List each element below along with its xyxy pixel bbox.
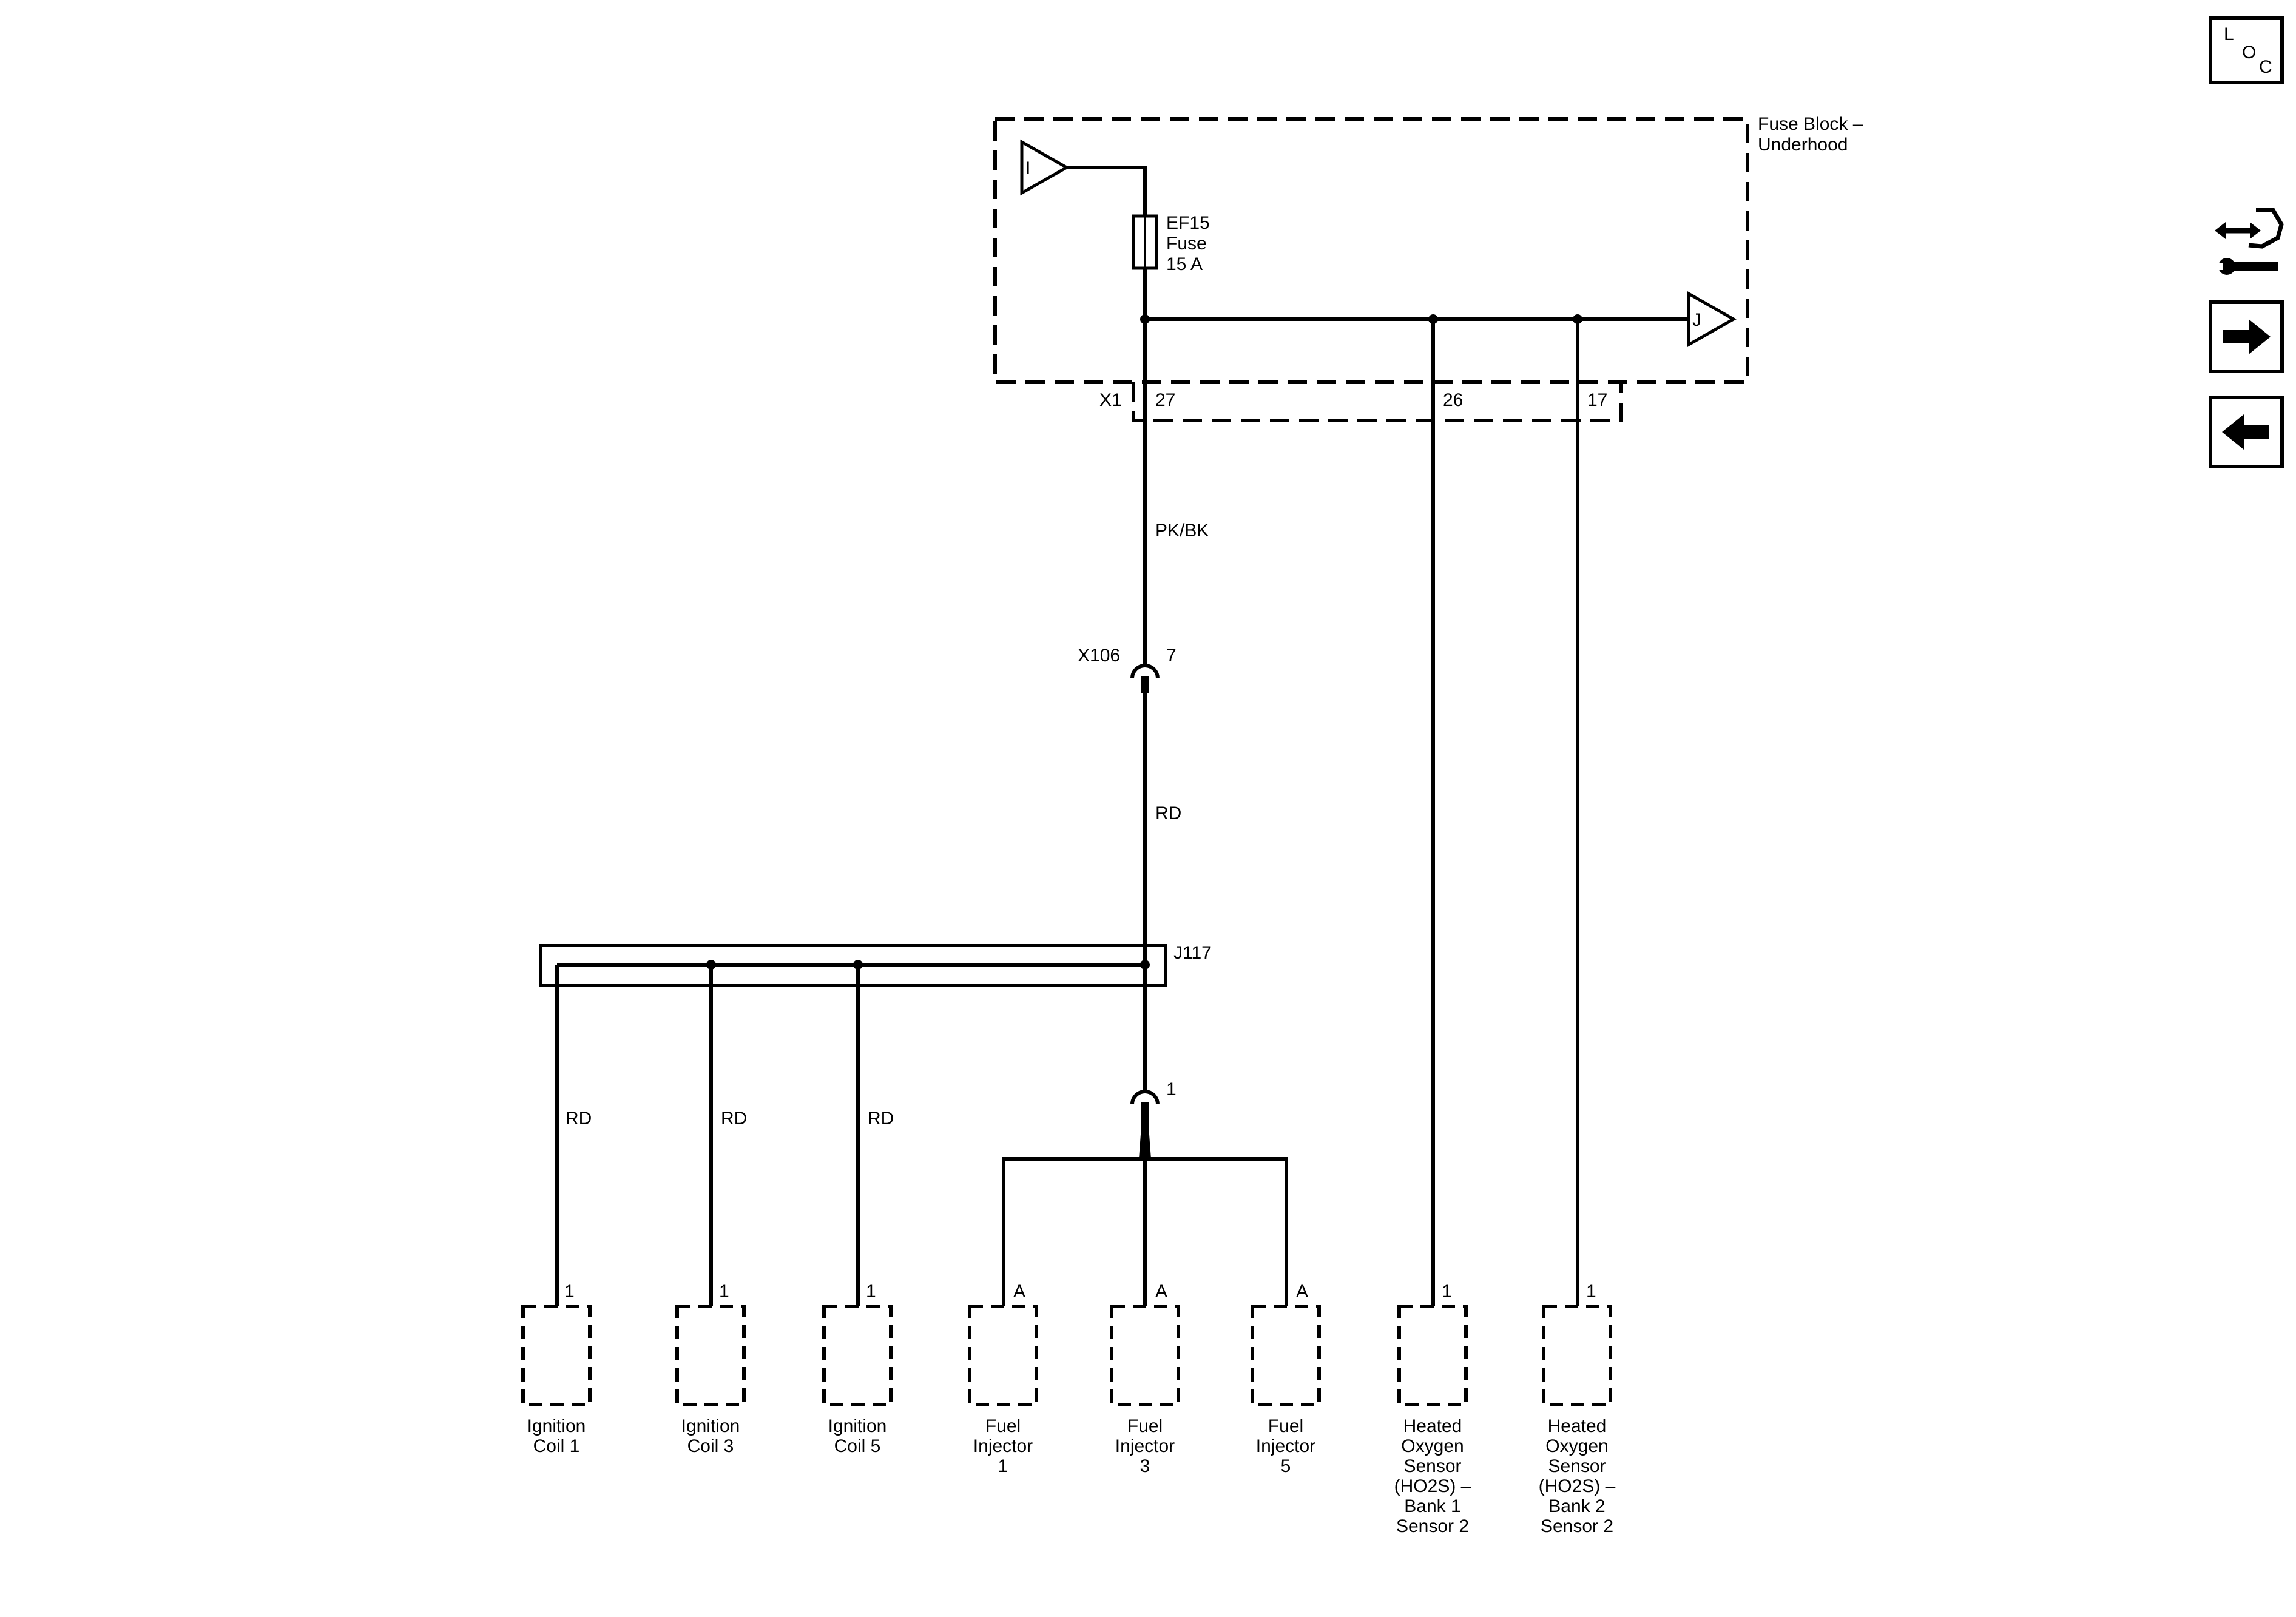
load-fuel-injector-1: A Fuel Injector 1 [968, 1281, 1038, 1476]
fuse-block-outline [993, 117, 1749, 384]
load-label-line: Sensor 2 [1396, 1516, 1469, 1536]
inline-connector-pin: 1 [1166, 1079, 1177, 1099]
load-label-line: Sensor [1403, 1456, 1461, 1476]
load-label-line: Injector [973, 1436, 1033, 1456]
source-j-label: J [1692, 310, 1701, 330]
x1-connector-label: X1 [1099, 390, 1122, 410]
load-label-line: Injector [1256, 1436, 1315, 1456]
load-pin: A [1013, 1281, 1025, 1301]
splice-j117 [539, 944, 1167, 987]
load-label-line: Fuel [1127, 1416, 1163, 1436]
source-i-symbol: I [1020, 139, 1070, 196]
fuse-block-title-line2: Underhood [1758, 135, 1848, 155]
load-pin: 1 [1442, 1281, 1452, 1301]
load-label-line: (HO2S) – [1394, 1476, 1471, 1496]
load-label-line: Coil 1 [533, 1436, 580, 1456]
wire-label-coil5: RD [868, 1109, 894, 1129]
wire-label-coil1: RD [566, 1109, 592, 1129]
wire-label-pk-bk: PK/BK [1155, 521, 1209, 541]
fuse-rating: 15 A [1166, 254, 1203, 274]
fuse-block-title-line1: Fuse Block – [1758, 114, 1863, 134]
wire-label-rd-main: RD [1155, 803, 1181, 823]
load-ignition-coil-5: 1 Ignition Coil 5 [822, 1281, 893, 1456]
load-pin: 1 [564, 1281, 575, 1301]
wire-source-to-fuse [1067, 166, 1147, 216]
load-fuel-injector-5: A Fuel Injector 5 [1251, 1281, 1321, 1476]
load-label-line: Fuel [985, 1416, 1021, 1436]
loc-letter-o: O [2242, 42, 2256, 62]
load-label-line: Ignition [828, 1416, 887, 1436]
load-label-line: Heated [1403, 1416, 1462, 1436]
load-label-line: Fuel [1268, 1416, 1303, 1436]
load-label-line: Ignition [527, 1416, 586, 1436]
next-page-button[interactable] [2209, 300, 2284, 373]
connector-wrench-icon[interactable] [2210, 205, 2284, 284]
load-pin: 1 [719, 1281, 729, 1301]
load-label-line: Sensor [1548, 1456, 1606, 1476]
x106-pin: 7 [1166, 646, 1177, 666]
load-label-line: Injector [1115, 1436, 1175, 1456]
fuse-name: EF15 [1166, 213, 1210, 233]
x1-pin-17: 17 [1587, 390, 1607, 410]
load-ignition-coil-1: 1 Ignition Coil 1 [521, 1281, 592, 1456]
load-label-line: Bank 2 [1548, 1496, 1605, 1516]
load-ho2s-bank1-sensor2: 1 Heated Oxygen Sensor (HO2S) – Bank 1 S… [1394, 1281, 1471, 1536]
load-pin: A [1296, 1281, 1308, 1301]
fuse-type: Fuse [1166, 234, 1207, 254]
j117-label: J117 [1173, 943, 1212, 963]
load-ignition-coil-3: 1 Ignition Coil 3 [675, 1281, 746, 1456]
wire-label-coil3: RD [721, 1109, 747, 1129]
load-label-line: Oxygen [1545, 1436, 1608, 1456]
source-j-symbol: J [1687, 291, 1737, 348]
source-i-label: I [1025, 158, 1030, 178]
x1-pin-27: 27 [1155, 390, 1175, 410]
load-label-line: Ignition [681, 1416, 740, 1436]
load-fuel-injector-3: A Fuel Injector 3 [1110, 1281, 1180, 1476]
arrow-left-icon [2222, 414, 2269, 450]
load-label-line: Sensor 2 [1541, 1516, 1613, 1536]
load-label-line: 5 [1281, 1456, 1291, 1476]
loc-letter-l: L [2224, 24, 2234, 44]
load-label-line: 1 [998, 1456, 1008, 1476]
load-label-line: 3 [1140, 1456, 1150, 1476]
load-pin: A [1155, 1281, 1167, 1301]
fuse-block: Fuse Block – Underhood X1 27 26 17 I EF1… [993, 114, 1863, 422]
load-label-line: (HO2S) – [1539, 1476, 1616, 1496]
load-ho2s-bank2-sensor2: 1 Heated Oxygen Sensor (HO2S) – Bank 2 S… [1539, 1281, 1616, 1536]
x106-label: X106 [1078, 646, 1120, 666]
prev-page-button[interactable] [2209, 396, 2284, 468]
load-label-line: Bank 1 [1404, 1496, 1460, 1516]
load-pin: 1 [1586, 1281, 1596, 1301]
load-label-line: Coil 3 [687, 1436, 734, 1456]
load-label-line: Oxygen [1401, 1436, 1464, 1456]
loc-letter-c: C [2259, 57, 2272, 77]
loc-button[interactable]: L O C [2209, 16, 2284, 84]
load-label-line: Heated [1548, 1416, 1607, 1436]
x1-pin-26: 26 [1443, 390, 1463, 410]
connector-x106 [1130, 664, 1160, 693]
x1-connector-outline [1132, 382, 1623, 422]
load-pin: 1 [866, 1281, 876, 1301]
arrow-right-icon [2223, 319, 2271, 354]
load-label-line: Coil 5 [834, 1436, 881, 1456]
